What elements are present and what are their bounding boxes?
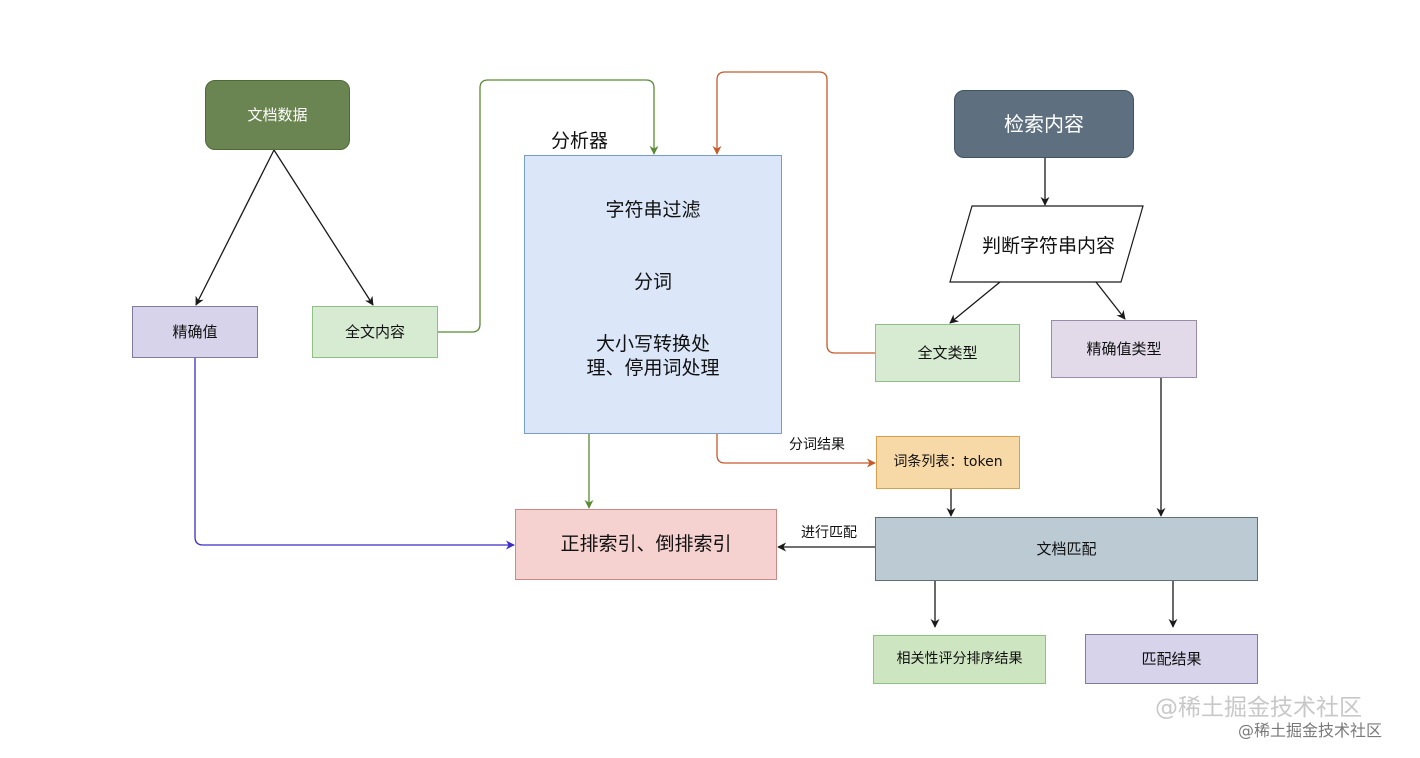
edge-judge-to-fulltexttype xyxy=(949,281,1001,324)
judge-string-label: 判断字符串内容 xyxy=(981,235,1115,257)
full-text-content-node: 全文内容 xyxy=(312,306,438,358)
edge-judge-to-exacttype xyxy=(1095,281,1126,320)
doc-match-node: 文档匹配 xyxy=(875,517,1258,581)
edge-fulltext-to-analyzer xyxy=(438,79,659,333)
full-text-type-node: 全文类型 xyxy=(875,324,1020,382)
edge-docdata-to-exact xyxy=(195,149,275,306)
edge-label-do-match: 进行匹配 xyxy=(801,525,857,541)
analyzer-title: 分析器 xyxy=(551,130,609,152)
watermark-large: @稀土掘金技术社区 xyxy=(1155,695,1362,721)
doc-data-node: 文档数据 xyxy=(205,80,350,150)
edge-exact-to-index xyxy=(194,358,515,550)
edge-docdata-to-fulltext xyxy=(273,149,374,306)
exact-value-type-node: 精确值类型 xyxy=(1051,320,1197,378)
analyzer-node: 字符串过滤 分词 大小写转换处 理、停用词处理 xyxy=(524,155,782,434)
relevance-result-node: 相关性评分排序结果 xyxy=(873,635,1046,684)
match-result-node: 匹配结果 xyxy=(1085,634,1258,684)
analyzer-step-case-convert: 大小写转换处 xyxy=(595,333,710,355)
analyzer-step-stopword: 理、停用词处理 xyxy=(586,357,720,379)
judge-string-parallelogram xyxy=(949,205,1144,283)
exact-value-node: 精确值 xyxy=(132,306,258,358)
analyzer-step-string-filter: 字符串过滤 xyxy=(605,199,701,221)
watermark-small: @稀土掘金技术社区 xyxy=(1238,721,1383,740)
inverted-index-node: 正排索引、倒排索引 xyxy=(515,509,777,580)
search-content-node: 检索内容 xyxy=(954,90,1134,158)
edge-analyzer-to-token xyxy=(716,434,876,468)
token-list-node: 词条列表：token xyxy=(876,436,1020,489)
edge-fulltexttype-to-analyzer xyxy=(712,71,875,354)
edge-label-tokenize-result: 分词结果 xyxy=(789,437,845,453)
analyzer-step-tokenize: 分词 xyxy=(633,271,672,293)
